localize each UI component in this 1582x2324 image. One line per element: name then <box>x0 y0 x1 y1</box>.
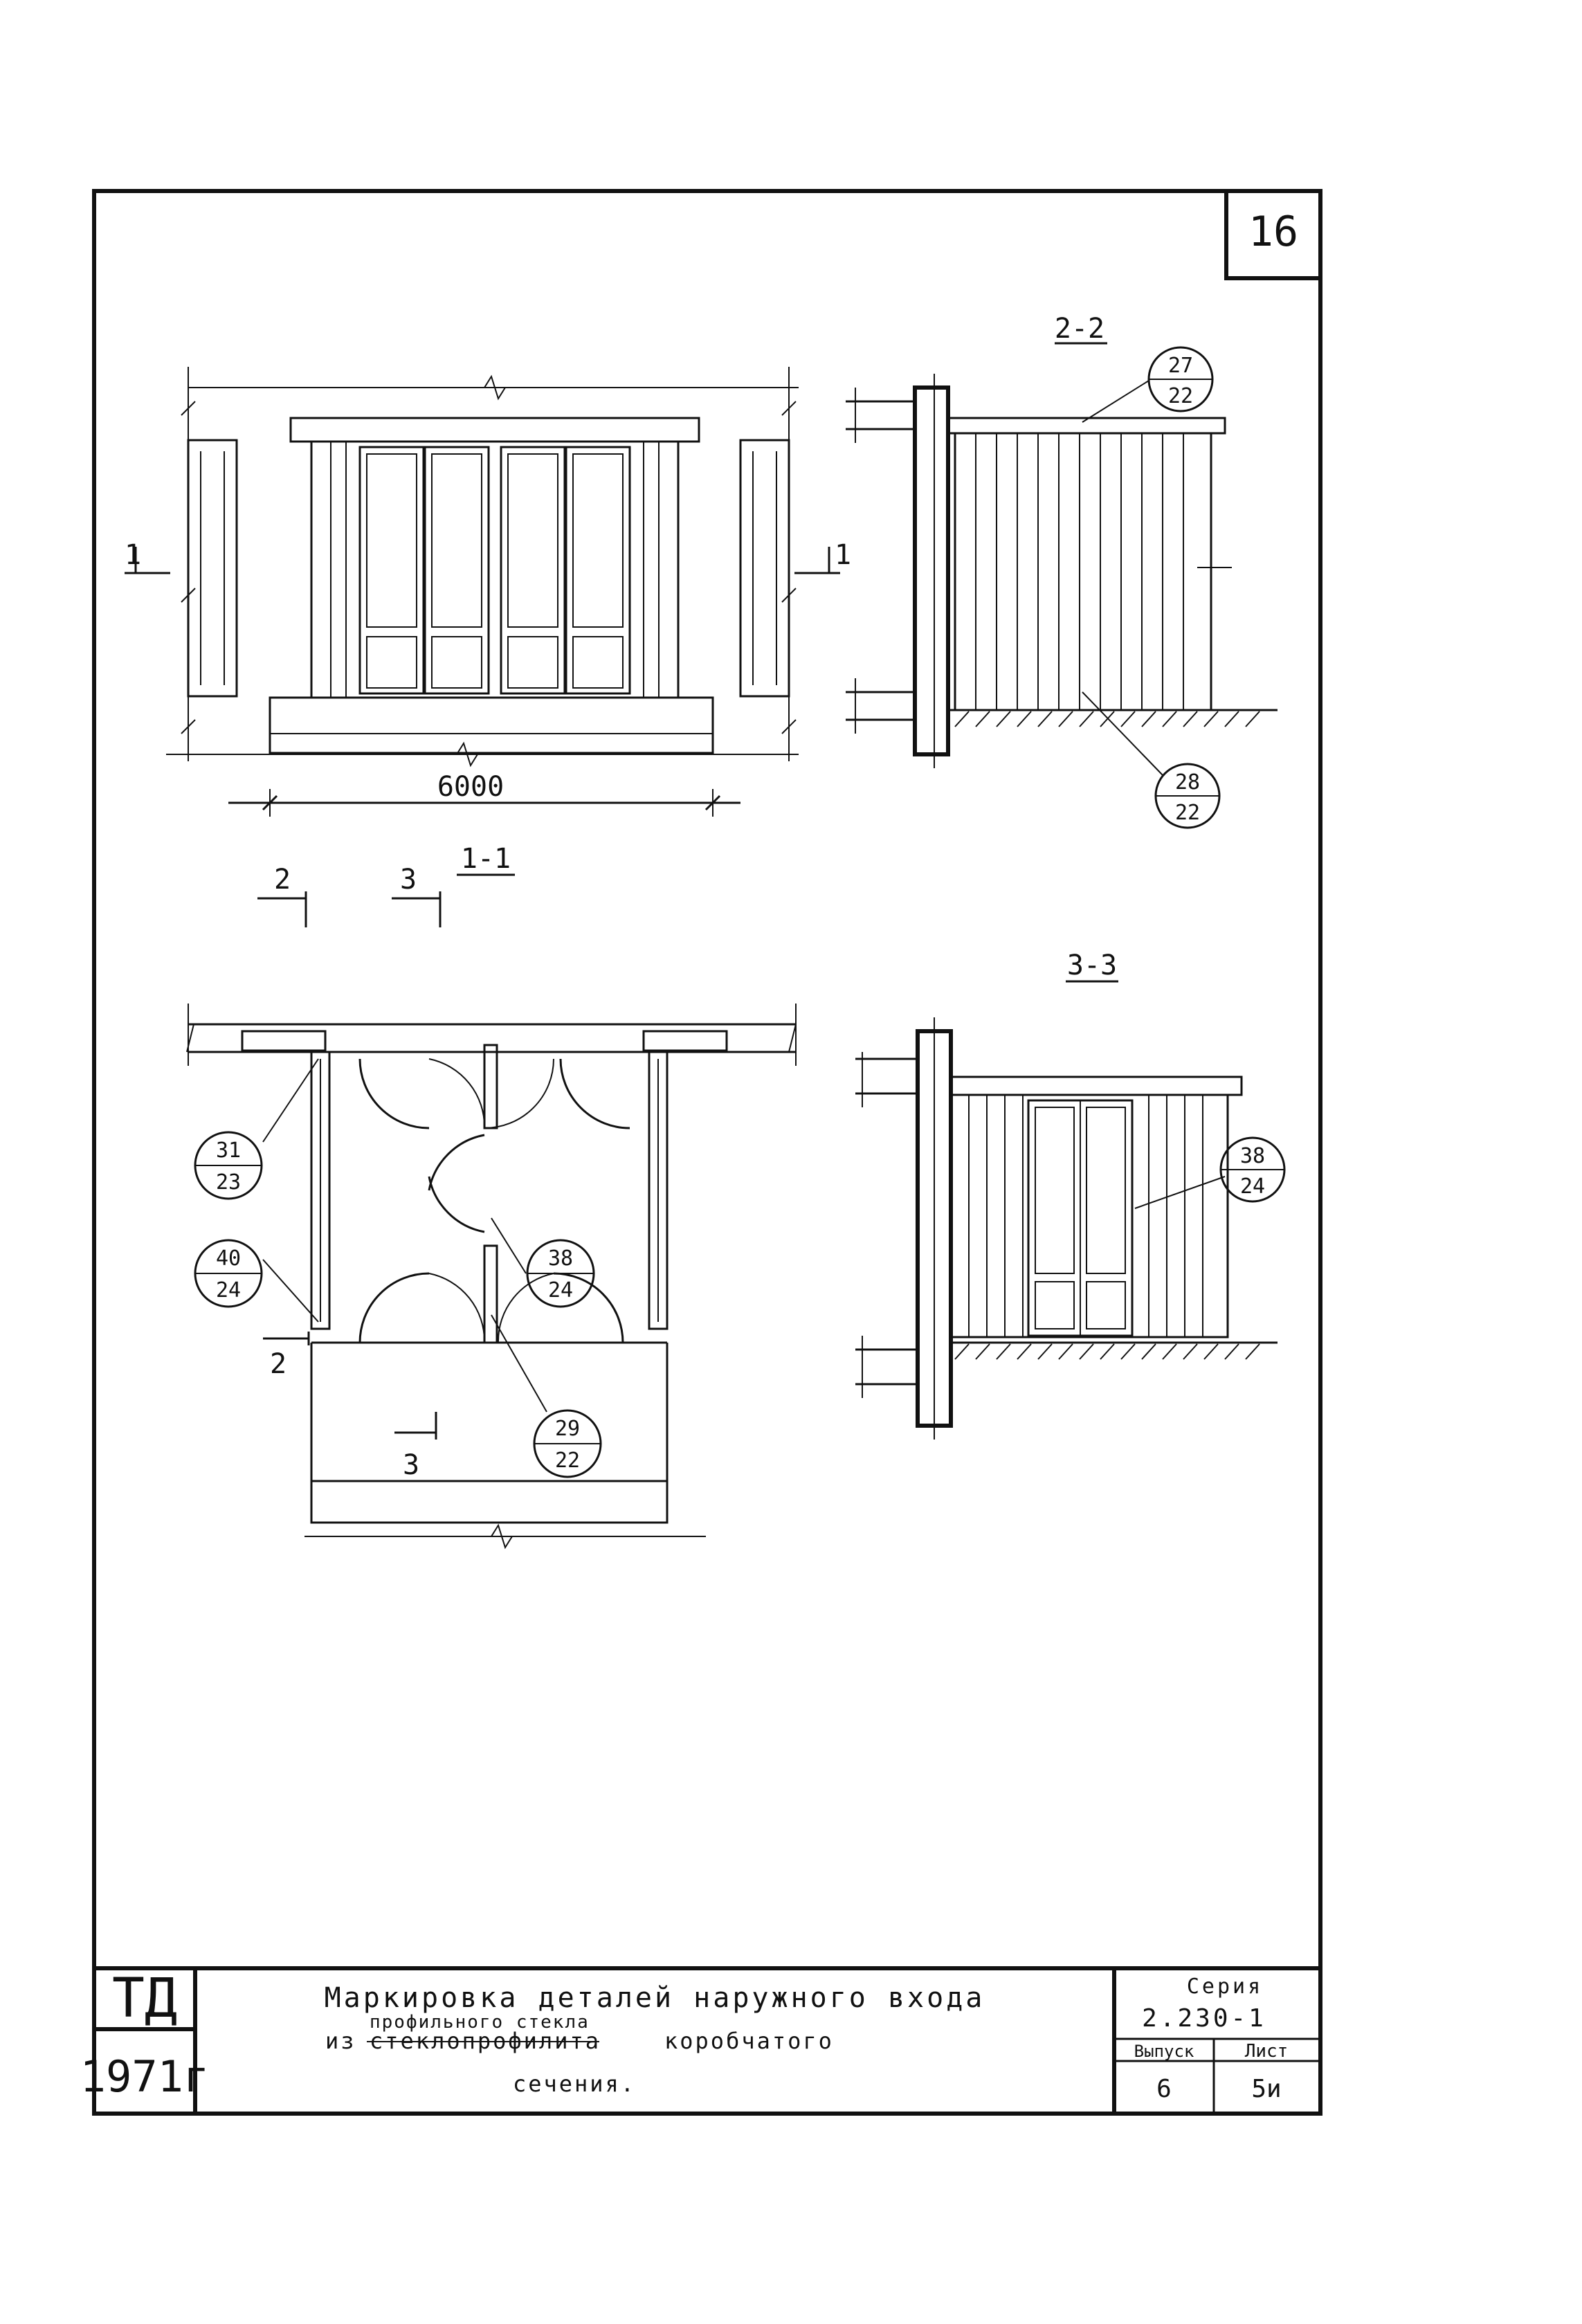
svg-text:40: 40 <box>216 1246 241 1271</box>
svg-text:31: 31 <box>216 1138 241 1163</box>
page-number: 16 <box>1248 208 1298 256</box>
page-number-box: 16 <box>1224 189 1322 280</box>
issue-value: 6 <box>1156 2075 1172 2103</box>
title-line3: сечения. <box>513 2071 636 2097</box>
sheet-label: Лист <box>1245 2041 1289 2062</box>
elevation-doors <box>358 446 631 695</box>
svg-text:27: 27 <box>1168 354 1193 378</box>
cut-mark-3-bottom: 3 <box>394 1412 437 1481</box>
svg-text:38: 38 <box>1240 1144 1265 1168</box>
section-3-3-title: 3-3 <box>1067 950 1117 981</box>
svg-text:29: 29 <box>555 1417 580 1441</box>
title-line2-prefix: из <box>325 2028 356 2054</box>
marker-38-24-section: 38 24 <box>1219 1136 1286 1203</box>
svg-text:2: 2 <box>270 1348 287 1380</box>
svg-text:22: 22 <box>1168 384 1193 408</box>
svg-text:24: 24 <box>216 1278 241 1302</box>
svg-text:1: 1 <box>835 539 851 571</box>
sheet-frame <box>92 189 1322 2116</box>
svg-text:24: 24 <box>1240 1174 1265 1199</box>
plan-1-1-title: 1-1 <box>461 843 511 875</box>
title-line1: Маркировка деталей наружного входа <box>325 1982 985 2014</box>
title-line2-correction: профильного стекла <box>370 2012 590 2033</box>
sheet-value: 5и <box>1251 2075 1281 2103</box>
marker-38-24-plan: 38 24 <box>526 1239 595 1308</box>
svg-text:38: 38 <box>548 1246 573 1271</box>
svg-text:22: 22 <box>555 1449 580 1473</box>
cut-mark-2-bottom: 2 <box>263 1332 310 1380</box>
marker-27-22: 27 22 <box>1147 346 1214 412</box>
issue-label: Выпуск <box>1134 2042 1194 2061</box>
cut-mark-2-top: 2 <box>257 864 307 927</box>
org-code: ТД <box>112 1968 177 2030</box>
plan-1-1-view: 1-1 2 3 <box>186 843 797 1550</box>
svg-text:2: 2 <box>274 864 291 896</box>
svg-text:3: 3 <box>400 864 417 896</box>
series-label: Серия <box>1187 1975 1263 1999</box>
section-2-2-view: 2-2 27 <box>846 313 1278 829</box>
section-2-2-title: 2-2 <box>1055 313 1104 345</box>
svg-text:23: 23 <box>216 1170 241 1195</box>
cut-mark-1-right: 1 <box>794 539 851 574</box>
svg-text:28: 28 <box>1175 770 1200 795</box>
series-value: 2.230-1 <box>1142 2004 1266 2033</box>
elevation-view: 6000 1 1 <box>125 367 851 817</box>
marker-40-24: 40 24 <box>194 1239 263 1308</box>
svg-text:1: 1 <box>125 539 141 571</box>
svg-text:22: 22 <box>1175 801 1200 825</box>
section-3-3-view: 3-3 3 <box>855 950 1286 1440</box>
svg-text:3: 3 <box>403 1449 419 1481</box>
title-block: ТД 1971г Маркировка деталей наружного вх… <box>80 1966 1320 2114</box>
marker-29-22: 29 22 <box>533 1409 602 1478</box>
dimension-width: 6000 <box>437 771 504 803</box>
cut-mark-3-top: 3 <box>392 864 442 927</box>
cut-mark-1-left: 1 <box>125 539 170 574</box>
year: 1971г <box>80 2051 210 2102</box>
marker-31-23: 31 23 <box>194 1131 263 1200</box>
marker-28-22: 28 22 <box>1154 763 1221 829</box>
title-line2-suffix: коробчатого <box>664 2028 834 2054</box>
svg-text:24: 24 <box>548 1278 573 1302</box>
